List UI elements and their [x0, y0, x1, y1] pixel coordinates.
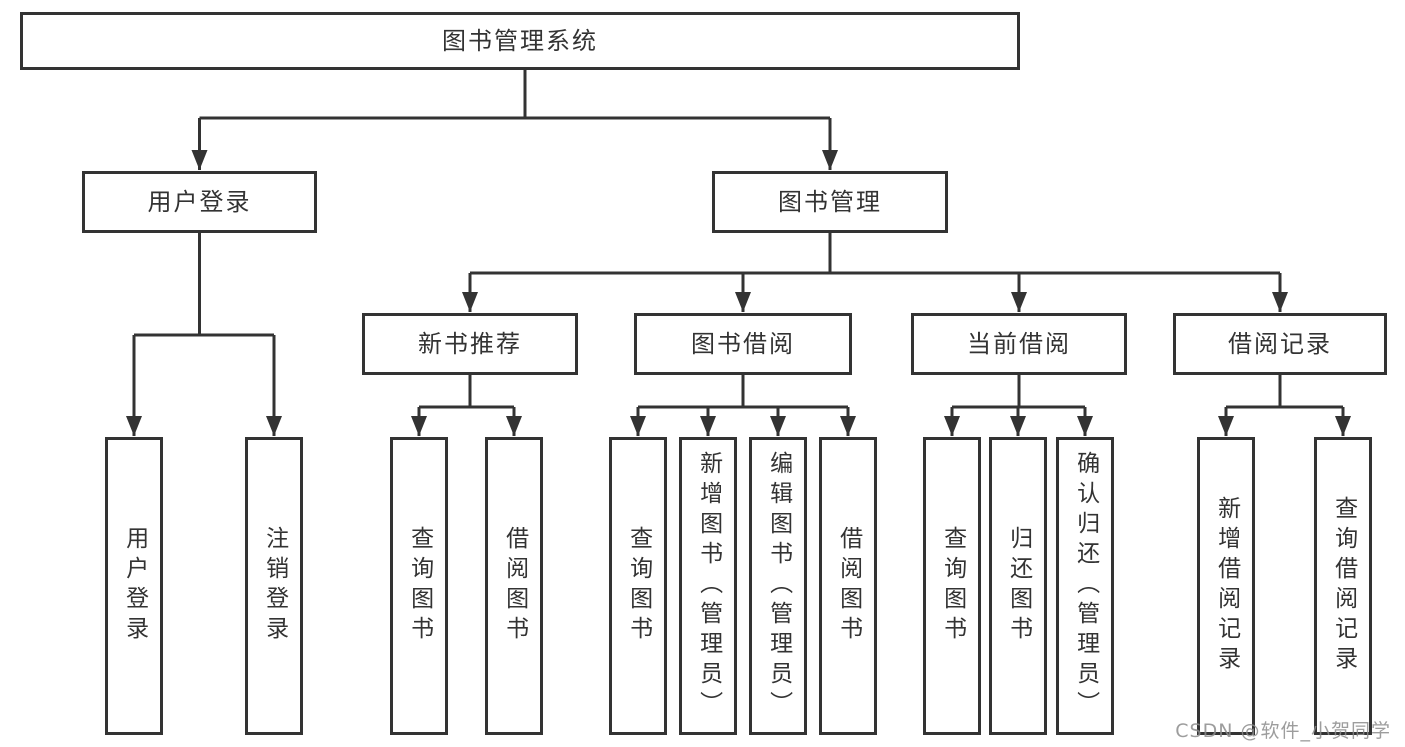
connector-user-login-bus [134, 233, 274, 337]
leaf-label: 用户登录 [121, 526, 148, 646]
node-label: 新书推荐 [418, 330, 522, 358]
node-current-borrow: 当前借阅 [911, 313, 1127, 375]
leaf-confirm-return-admin: 确认归还（管理员） [1056, 437, 1114, 735]
leaf-label: 归还图书 [1005, 526, 1032, 646]
node-label: 当前借阅 [967, 330, 1071, 358]
leaf-label: 查询图书 [625, 526, 652, 646]
leaf-query-books-2: 查询图书 [609, 437, 667, 735]
leaf-label: 查询图书 [406, 526, 433, 646]
leaf-user-login: 用户登录 [105, 437, 163, 735]
leaf-return-books: 归还图书 [989, 437, 1047, 735]
node-user-login: 用户登录 [82, 171, 317, 233]
node-root-label: 图书管理系统 [442, 27, 598, 55]
csdn-watermark: CSDN @软件_小贺同学 [1175, 720, 1391, 742]
leaf-logout: 注销登录 [245, 437, 303, 735]
connector-book-mgmt-bus [470, 233, 1280, 275]
node-root: 图书管理系统 [20, 12, 1020, 70]
leaf-add-books-admin: 新增图书（管理员） [679, 437, 737, 735]
leaf-label: 查询图书 [939, 526, 966, 646]
node-book-mgmt-label: 图书管理 [778, 188, 882, 216]
leaf-label: 借阅图书 [835, 526, 862, 646]
leaf-label: 新增图书（管理员） [695, 451, 722, 721]
node-book-borrow: 图书借阅 [634, 313, 852, 375]
connector-root-bus [199, 70, 830, 120]
node-label: 借阅记录 [1228, 330, 1332, 358]
leaf-label: 确认归还（管理员） [1072, 451, 1099, 721]
leaf-label: 编辑图书（管理员） [765, 451, 792, 721]
leaf-query-books-3: 查询图书 [923, 437, 981, 735]
leaf-label: 新增借阅记录 [1213, 496, 1240, 676]
leaf-query-books-1: 查询图书 [390, 437, 448, 735]
leaf-label: 查询借阅记录 [1330, 496, 1357, 676]
node-user-login-label: 用户登录 [147, 188, 252, 216]
leaf-borrow-books-1: 借阅图书 [485, 437, 543, 735]
leaf-label: 借阅图书 [501, 526, 528, 646]
connector-book-borrow-bus [638, 375, 848, 409]
connector-borrow-records-bus [1226, 375, 1343, 409]
leaf-add-borrow-record: 新增借阅记录 [1197, 437, 1255, 735]
node-label: 图书借阅 [691, 330, 795, 358]
leaf-borrow-books-2: 借阅图书 [819, 437, 877, 735]
leaf-label: 注销登录 [261, 526, 288, 646]
leaf-query-borrow-record: 查询借阅记录 [1314, 437, 1372, 735]
connector-current-borrow-bus [952, 375, 1085, 409]
connector-new-book-bus [419, 375, 514, 409]
node-new-book-recommend: 新书推荐 [362, 313, 578, 375]
node-book-mgmt: 图书管理 [712, 171, 948, 233]
leaf-edit-books-admin: 编辑图书（管理员） [749, 437, 807, 735]
node-borrow-records: 借阅记录 [1173, 313, 1387, 375]
